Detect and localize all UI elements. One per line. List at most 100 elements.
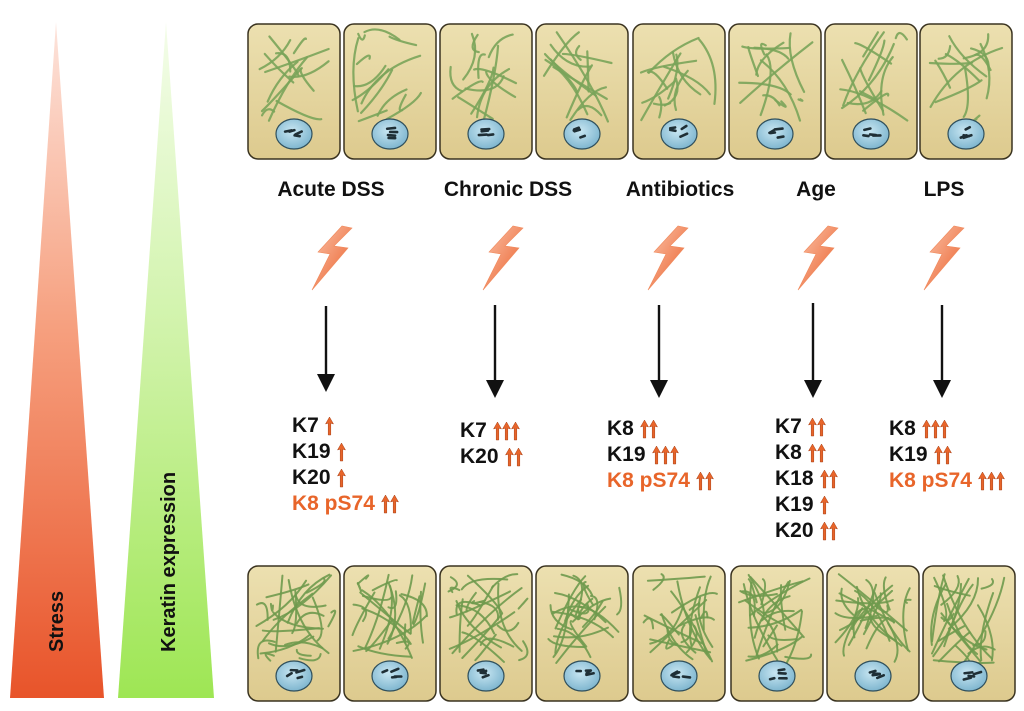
upregulation-arrows xyxy=(651,445,679,465)
condition-age: Age xyxy=(796,178,836,201)
lightning-bolt-icon xyxy=(311,225,353,291)
nucleus xyxy=(371,660,409,692)
keratin-label: K8 xyxy=(889,417,916,440)
keratin-label: K8 xyxy=(775,441,802,464)
bottom-cell-row xyxy=(247,565,1016,702)
up-arrow-icon xyxy=(324,416,334,436)
keratin-label: K8 pS74 xyxy=(292,492,375,515)
up-arrow-icon xyxy=(336,442,346,462)
keratin-label: K19 xyxy=(607,443,646,466)
up-arrow-icon xyxy=(669,445,679,465)
up-arrow-icon xyxy=(819,469,829,489)
nucleus xyxy=(660,118,698,150)
epithelial-cell xyxy=(343,23,437,160)
epithelial-cell xyxy=(922,565,1016,702)
lightning-bolt-icon xyxy=(482,225,524,291)
keratin-expression-label: Keratin expression xyxy=(158,472,180,652)
epithelial-cell xyxy=(343,565,437,702)
up-arrow-icon xyxy=(921,419,931,439)
epithelial-cell xyxy=(247,23,341,160)
up-arrow-icon xyxy=(704,471,714,491)
keratin-row: K7 xyxy=(775,414,838,440)
upregulation-arrows xyxy=(336,442,346,462)
epithelial-cell xyxy=(535,23,629,160)
up-arrow-icon xyxy=(816,443,826,463)
keratin-row: K20 xyxy=(460,444,523,470)
up-arrow-icon xyxy=(816,417,826,437)
keratin-label: K20 xyxy=(775,519,814,542)
upregulation-arrows xyxy=(933,445,952,465)
up-arrow-icon xyxy=(939,419,949,439)
condition-chronic-dss: Chronic DSS xyxy=(443,178,573,201)
down-arrow-icon xyxy=(933,305,951,398)
up-arrow-icon xyxy=(504,447,514,467)
epithelial-cell xyxy=(535,565,629,702)
up-arrow-icon xyxy=(807,443,817,463)
upregulation-arrows xyxy=(977,471,1005,491)
nucleus xyxy=(756,118,794,150)
keratin-row: K8 pS74 xyxy=(292,491,399,517)
keratin-label: K20 xyxy=(460,445,499,468)
keratin-row: K8 pS74 xyxy=(889,468,1005,494)
up-arrow-icon xyxy=(977,471,987,491)
up-arrow-icon xyxy=(651,445,661,465)
upregulation-arrows xyxy=(819,469,838,489)
upregulation-arrows xyxy=(504,447,523,467)
nucleus xyxy=(563,118,601,150)
keratin-label: K8 xyxy=(607,417,634,440)
up-arrow-icon xyxy=(930,419,940,439)
down-arrow-icon xyxy=(804,303,822,398)
down-arrow-icon xyxy=(317,306,335,392)
keratin-label: K8 pS74 xyxy=(889,469,972,492)
condition-acute-dss: Acute DSS xyxy=(277,178,385,201)
up-arrow-icon xyxy=(695,471,705,491)
upregulation-arrows xyxy=(695,471,714,491)
epithelial-cell xyxy=(728,23,822,160)
upregulation-arrows xyxy=(324,416,334,436)
up-arrow-icon xyxy=(986,471,996,491)
up-arrow-icon xyxy=(380,494,390,514)
keratin-label: K19 xyxy=(889,443,928,466)
epithelial-cell xyxy=(439,565,533,702)
nucleus xyxy=(275,118,313,150)
lightning-bolt-icon xyxy=(797,225,839,291)
epithelial-cell xyxy=(826,565,920,702)
up-arrow-icon xyxy=(336,468,346,488)
up-arrow-icon xyxy=(819,495,829,515)
condition-antibiotics: Antibiotics xyxy=(625,178,735,201)
up-arrow-icon xyxy=(639,419,649,439)
upregulation-arrows xyxy=(492,421,520,441)
nucleus xyxy=(563,660,601,692)
up-arrow-icon xyxy=(389,494,399,514)
upregulation-arrows xyxy=(819,495,829,515)
upregulation-arrows xyxy=(807,417,826,437)
keratin-label: K19 xyxy=(775,493,814,516)
keratin-row: K19 xyxy=(607,442,714,468)
keratin-row: K20 xyxy=(775,518,838,544)
upregulation-arrows xyxy=(807,443,826,463)
up-arrow-icon xyxy=(501,421,511,441)
epithelial-cell xyxy=(824,23,918,160)
epithelial-cell xyxy=(919,23,1013,160)
keratin-label: K8 pS74 xyxy=(607,469,690,492)
up-arrow-icon xyxy=(510,421,520,441)
keratin-label: K7 xyxy=(460,419,487,442)
upregulation-arrows xyxy=(819,521,838,541)
down-arrows xyxy=(317,303,951,398)
keratin-row: K8 xyxy=(775,440,838,466)
keratin-label: K7 xyxy=(292,414,319,437)
stress-bolts xyxy=(311,225,965,291)
epithelial-cell xyxy=(632,23,726,160)
up-arrow-icon xyxy=(492,421,502,441)
keratin-row: K19 xyxy=(775,492,838,518)
down-arrow-icon xyxy=(650,305,668,398)
top-cell-row xyxy=(247,23,1013,160)
epithelial-cell xyxy=(632,565,726,702)
keratin-row: K18 xyxy=(775,466,838,492)
